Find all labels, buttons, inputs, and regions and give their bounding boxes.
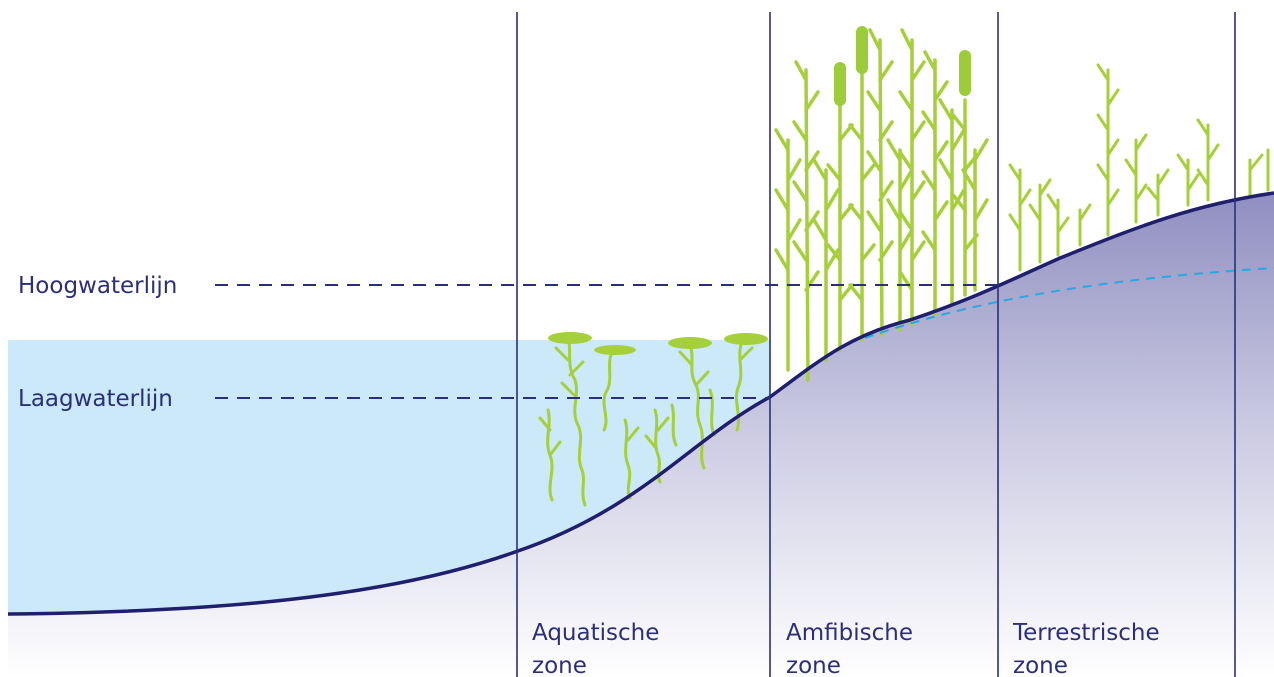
grass-plants <box>1008 63 1270 272</box>
soil-bank <box>8 193 1274 677</box>
floating-leaves <box>548 332 768 355</box>
high-water-label: Hoogwaterlijn <box>18 273 177 299</box>
zone-label-terrestrial: Terrestrische <box>1012 620 1160 646</box>
low-water-label: Laagwaterlijn <box>18 386 173 412</box>
soil-outline <box>7 191 1274 616</box>
zone-label-terrestrial-line2: zone <box>1013 653 1068 677</box>
zone-label-amphibious-line2: zone <box>786 653 841 677</box>
groundwater-line <box>864 267 1274 339</box>
zone-label-aquatic: Aquatische <box>532 620 659 646</box>
zone-dividers <box>516 12 1236 677</box>
cattail-heads <box>834 26 971 106</box>
zone-label-amphibious: Amfibische <box>786 620 913 646</box>
reed-plants <box>774 28 989 382</box>
zone-label-aquatic-line2: zone <box>532 653 587 677</box>
